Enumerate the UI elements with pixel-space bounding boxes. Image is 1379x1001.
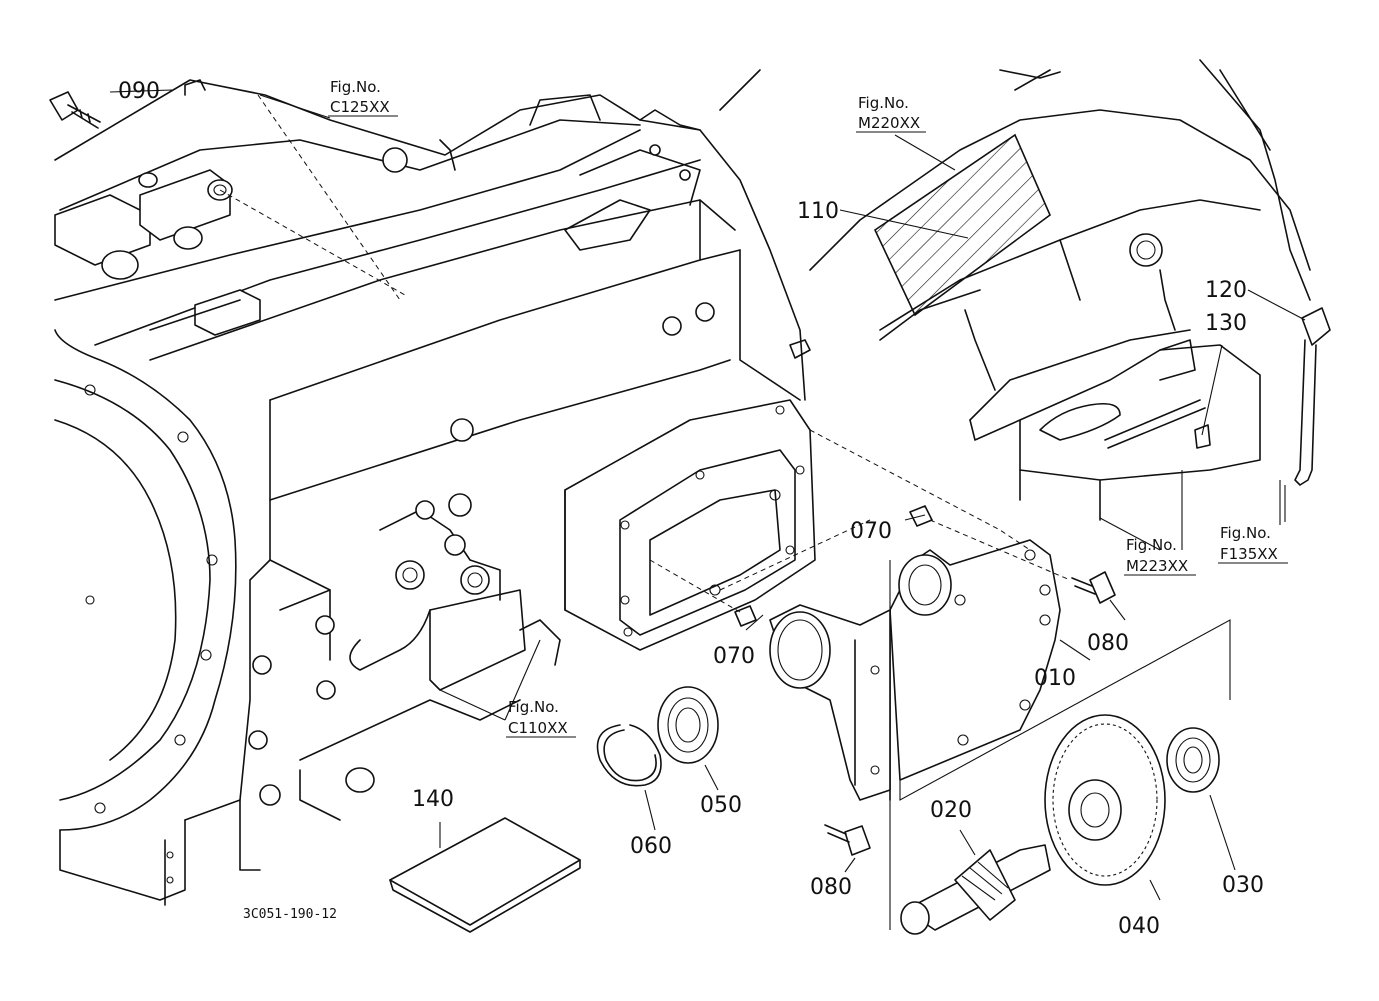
leader-lines <box>109 89 1306 930</box>
label-130: 130 <box>1205 311 1247 336</box>
rear-cover-face <box>564 399 816 651</box>
part-130-bushing <box>1194 424 1211 449</box>
svg-text:C125XX: C125XX <box>330 98 390 116</box>
fender-assembly <box>719 59 1311 521</box>
transmission-case <box>54 79 811 906</box>
part-020-pinion-shaft <box>900 844 1051 935</box>
label-080-upper: 080 <box>1087 631 1129 656</box>
label-070-upper: 070 <box>850 519 892 544</box>
label-090: 090 <box>118 79 160 104</box>
part-140-sheet <box>389 817 581 933</box>
label-040: 040 <box>1118 914 1160 939</box>
svg-text:M220XX: M220XX <box>858 114 920 132</box>
part-070-pin-lower <box>734 605 757 627</box>
part-060-snap-ring <box>596 724 662 787</box>
part-040-gear <box>1044 714 1166 886</box>
fig-ref-m220[interactable]: Fig.No. M220XX <box>856 94 926 133</box>
label-140: 140 <box>412 787 454 812</box>
drawing-code: 3C051-190-12 <box>243 907 337 922</box>
fig-ref-c125[interactable]: Fig.No. C125XX <box>328 78 398 117</box>
part-080-bolt-upper <box>1071 571 1116 604</box>
fig-ref-m223[interactable]: Fig.No. M223XX <box>1124 536 1196 576</box>
part-050-bearing <box>657 686 719 764</box>
bearing-housing-plate <box>769 604 891 801</box>
svg-text:F135XX: F135XX <box>1220 545 1278 563</box>
part-090-fitting <box>49 91 101 129</box>
label-080-lower: 080 <box>810 875 852 900</box>
svg-text:Fig.No.: Fig.No. <box>508 698 559 716</box>
label-010: 010 <box>1034 666 1076 691</box>
label-110: 110 <box>797 199 839 224</box>
label-060: 060 <box>630 834 672 859</box>
svg-text:Fig.No.: Fig.No. <box>858 94 909 112</box>
part-010-cover <box>889 539 1061 801</box>
fig-ref-c110[interactable]: Fig.No. C110XX <box>506 698 576 738</box>
label-030: 030 <box>1222 873 1264 898</box>
label-120: 120 <box>1205 278 1247 303</box>
part-080-bolt-lower <box>824 824 871 856</box>
svg-text:Fig.No.: Fig.No. <box>1220 524 1271 542</box>
svg-text:Fig.No.: Fig.No. <box>330 78 381 96</box>
part-030-bearing <box>1166 727 1220 793</box>
label-020: 020 <box>930 798 972 823</box>
fig-ref-f135[interactable]: Fig.No. F135XX <box>1218 524 1288 564</box>
label-070-lower: 070 <box>713 644 755 669</box>
svg-text:M223XX: M223XX <box>1126 557 1188 575</box>
part-labels: 090 110 120 130 070 070 080 010 140 050 … <box>118 79 1264 939</box>
part-110-decal <box>873 133 1051 317</box>
svg-text:C110XX: C110XX <box>508 719 568 737</box>
label-050: 050 <box>700 793 742 818</box>
part-120-lever <box>1294 307 1331 486</box>
svg-text:Fig.No.: Fig.No. <box>1126 536 1177 554</box>
